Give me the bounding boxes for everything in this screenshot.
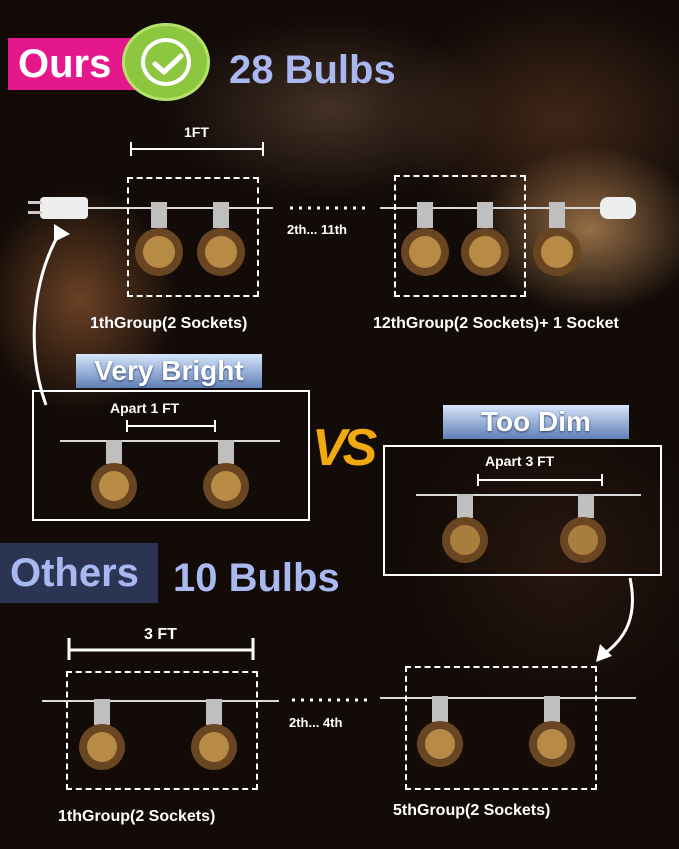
bulb-icon	[401, 202, 581, 276]
others-bulb-count: 10 Bulbs	[173, 556, 340, 600]
dim-spacing-bracket	[477, 474, 603, 486]
ours-bulb-count: 28 Bulbs	[229, 48, 396, 92]
ours-badge: Ours	[8, 38, 142, 90]
ours-spacing-bracket	[130, 142, 264, 156]
others-badge: Others	[0, 543, 158, 603]
ours-middle-range: 2th... 11th	[287, 222, 347, 237]
others-group-5-label: 5thGroup(2 Sockets)	[393, 802, 551, 819]
curved-arrow-icon	[596, 577, 634, 662]
others-group-1-label: 1thGroup(2 Sockets)	[58, 808, 216, 825]
dots-divider	[292, 698, 372, 702]
very-bright-panel	[32, 390, 310, 521]
plug-icon	[28, 197, 88, 219]
bulb-icon	[91, 440, 249, 509]
others-wire-left	[42, 700, 279, 702]
too-dim-tag: Too Dim	[443, 405, 629, 439]
ours-spacing-label: 1FT	[184, 124, 209, 140]
bulb-icon	[417, 696, 575, 767]
others-spacing-label: 3 FT	[144, 626, 177, 643]
too-dim-panel	[383, 445, 662, 576]
others-wire-right	[380, 697, 636, 699]
others-group-5-box	[405, 666, 597, 790]
vs-label: VS	[312, 419, 377, 477]
others-group-1-box	[66, 671, 258, 790]
very-bright-tag: Very Bright	[76, 354, 262, 388]
ours-group-12-box	[394, 175, 526, 297]
bright-spacing-bracket	[126, 420, 216, 432]
dim-spacing-label: Apart 3 FT	[485, 453, 555, 469]
curved-arrow-icon	[32, 224, 70, 406]
bright-spacing-label: Apart 1 FT	[110, 400, 180, 416]
dots-divider	[290, 206, 370, 210]
end-socket-icon	[600, 197, 636, 219]
others-spacing-bracket	[67, 638, 255, 660]
bulb-icon	[442, 494, 606, 563]
ours-group-1-box	[127, 177, 259, 297]
bulb-icon	[79, 699, 237, 770]
ours-group-12-label: 12thGroup(2 Sockets)+ 1 Socket	[373, 315, 619, 332]
bulb-icon	[135, 202, 245, 276]
check-icon	[122, 23, 210, 101]
dim-wire	[416, 494, 641, 496]
ours-wire-left	[88, 207, 273, 209]
bright-wire	[60, 440, 280, 442]
others-middle-range: 2th... 4th	[289, 715, 343, 730]
ours-group-1-label: 1thGroup(2 Sockets)	[90, 315, 248, 332]
